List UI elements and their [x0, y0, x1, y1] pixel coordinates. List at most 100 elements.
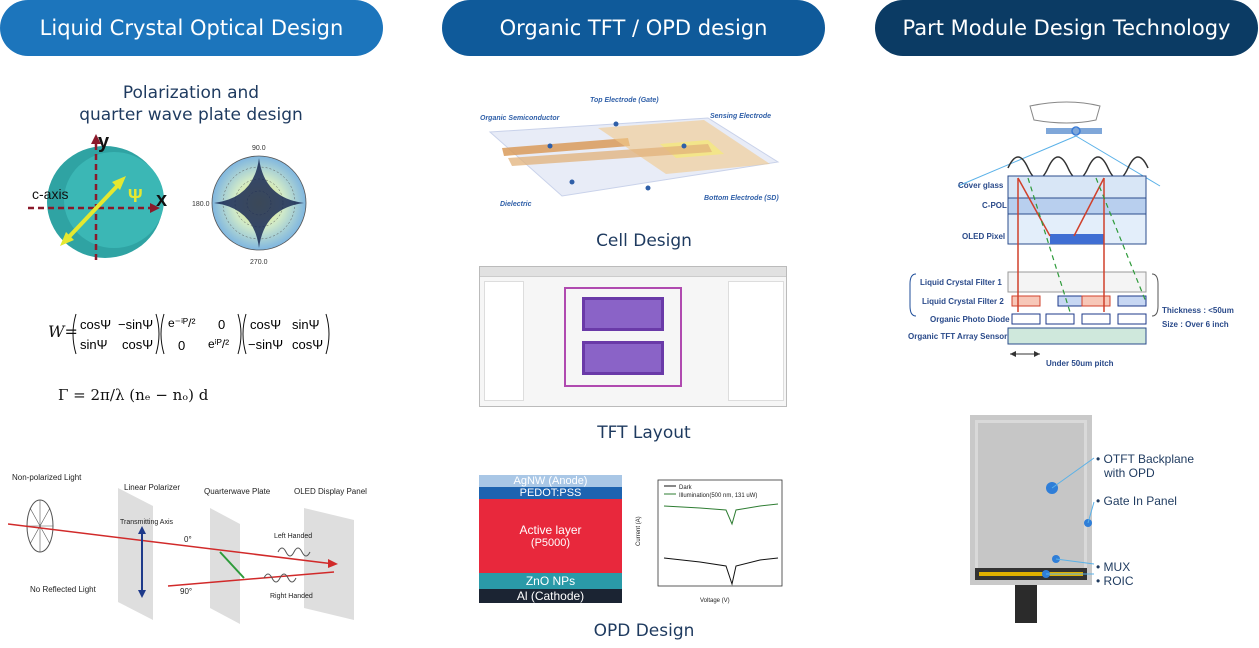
- sensor-panel: [970, 415, 1092, 585]
- polarization-axis-figure: y x c-axis Ψ: [28, 131, 167, 260]
- m2-c: 0: [178, 338, 185, 353]
- header-part-module-label: Part Module Design Technology: [902, 16, 1231, 40]
- lc-filter2-label: Liquid Crystal Filter 2: [922, 297, 1004, 306]
- m3-c: −sinΨ: [248, 337, 283, 352]
- otft-label-line1: • OTFT Backplane: [1096, 452, 1195, 466]
- axis-x-label: x: [156, 189, 167, 211]
- pitch-arrow-left: [1010, 351, 1016, 357]
- gate-pointer-line: [1087, 501, 1095, 524]
- lc-filter-2-cell: [1011, 295, 1041, 307]
- layer-zno: ZnO NPs: [479, 573, 622, 589]
- quarterwave-axis-arrow: [219, 551, 245, 579]
- layer-active-label: Active layer: [519, 523, 582, 537]
- thickness-bracket: [1151, 273, 1159, 317]
- source-drain-strip: [508, 144, 712, 166]
- oled-panel-label: OLED Display Panel: [294, 487, 367, 496]
- layer-cathode: Al (Cathode): [479, 589, 622, 603]
- organic-tft-sensor-label: Organic TFT Array Sensor: [908, 332, 1008, 341]
- m1-d: cosΨ: [122, 337, 153, 352]
- otft-pointer-line: [1051, 457, 1095, 489]
- iv-xlabel: Voltage (V): [700, 598, 730, 604]
- photodiode-cell: [1011, 313, 1041, 325]
- layout-block-lower: [582, 341, 664, 375]
- pointer-dot: [613, 121, 619, 127]
- legend-illum: Illumination(500 nm, 131 uW): [679, 493, 757, 499]
- psi-label: Ψ: [128, 186, 143, 206]
- cover-glass-label: Cover glass: [958, 181, 1004, 190]
- linear-polarizer-plate: [118, 488, 153, 620]
- iv-plot-frame: [657, 479, 783, 587]
- flex-cable: [1015, 585, 1037, 623]
- sensor-focus-circle: [1071, 126, 1081, 136]
- layer-active: Active layer (P5000): [479, 499, 622, 573]
- thickness-label: Thickness : <50um: [1162, 306, 1234, 315]
- polar-90-label: 90.0: [252, 145, 266, 152]
- axis-y-label: y: [98, 131, 110, 153]
- optics-diagram: Non-polarized Light Linear Polarizer Tra…: [8, 473, 367, 624]
- bottom-electrode-label: Bottom Electrode (SD): [704, 195, 779, 202]
- module-stack-diagram: [909, 101, 1161, 357]
- jones-matrix-formula: cosΨ −sinΨ sinΨ cosΨ e⁻ⁱᴾ/² 0 0 eⁱᴾ/² co…: [72, 313, 330, 355]
- layer-zno-label: ZnO NPs: [525, 574, 576, 588]
- mux-label: • MUX: [1096, 560, 1131, 574]
- polar-plot: 90.0 180.0 270.0: [192, 145, 307, 266]
- m2-a: e⁻ⁱᴾ/²: [168, 316, 196, 330]
- non-polarized-label: Non-polarized Light: [12, 473, 82, 482]
- oled-pixel-block: [1050, 234, 1104, 244]
- cell-design-diagram: Top Electrode (Gate) Organic Semiconduct…: [480, 97, 780, 208]
- layout-toolbar: [480, 267, 786, 277]
- photodiode-cell: [1117, 313, 1147, 325]
- legend-dark: Dark: [679, 485, 693, 491]
- x-axis-arrow: [150, 203, 160, 213]
- size-label: Size : Over 6 inch: [1162, 320, 1229, 329]
- quarterwave-plate: [210, 508, 240, 624]
- m1-c: sinΨ: [80, 337, 107, 352]
- psi-arrow-tail: [60, 232, 74, 246]
- photodiode-cell: [1081, 313, 1111, 325]
- reflected-ray: [167, 571, 335, 587]
- iv-ylabel: Current (A): [636, 516, 642, 546]
- lc-filter-2-cell: [1117, 295, 1147, 307]
- pointer-dot: [645, 185, 651, 191]
- transmit-arrow-up: [138, 526, 146, 534]
- header-liquid-crystal-label: Liquid Crystal Optical Design: [39, 16, 344, 40]
- dielectric-label: Dielectric: [500, 201, 532, 208]
- finger-icon: [1029, 101, 1101, 124]
- noise-ray: [1095, 177, 1147, 303]
- cell-design-caption: Cell Design: [596, 231, 692, 251]
- pointer-dot: [547, 143, 553, 149]
- layout-cell-outline: [564, 287, 682, 387]
- psi-arrow: [64, 181, 122, 242]
- layer-agnw-label: AgNW (Anode): [513, 475, 588, 487]
- opd-iv-chart: Dark Illumination(500 nm, 131 uW) Voltag…: [636, 479, 783, 604]
- m1-a: cosΨ: [80, 317, 111, 332]
- bracket: [160, 313, 165, 355]
- noise-ray: [1027, 177, 1071, 313]
- header-liquid-crystal: Liquid Crystal Optical Design: [0, 0, 383, 56]
- gate-label: • Gate In Panel: [1096, 494, 1177, 508]
- bottom-electrode-strip: [502, 138, 630, 156]
- mux-pointer-line: [1055, 558, 1095, 565]
- m2-b: 0: [218, 317, 225, 332]
- layout-left-panel: [484, 281, 524, 401]
- sensor-contacts: [979, 572, 1083, 576]
- dark-curve: [663, 557, 779, 586]
- top-electrode-label: Top Electrode (Gate): [590, 97, 659, 104]
- lc-filter-2-cell: [1081, 295, 1111, 307]
- layer-cathode-label: Al (Cathode): [516, 589, 585, 603]
- left-handed-label: Left Handed: [274, 533, 312, 540]
- sensor-mux-strip: [975, 568, 1087, 580]
- pointer-dot: [569, 179, 575, 185]
- polar-cross-pattern: [214, 158, 304, 248]
- oled-pixel-label: OLED Pixel: [962, 232, 1006, 241]
- polarization-title-line2: quarter wave plate design: [79, 105, 303, 125]
- sensor-active-area: [978, 423, 1084, 568]
- c-axis-label: c-axis: [32, 186, 69, 202]
- unpolarized-spokes: [27, 500, 53, 552]
- lc-filter1-label: Liquid Crystal Filter 1: [920, 278, 1002, 287]
- c-pol-label: C-POL: [982, 201, 1007, 210]
- organic-pd-label: Organic Photo Diode: [930, 315, 1010, 324]
- bracket: [242, 313, 247, 355]
- tft-layout-screenshot: [479, 266, 787, 407]
- m3-d: cosΨ: [292, 337, 323, 352]
